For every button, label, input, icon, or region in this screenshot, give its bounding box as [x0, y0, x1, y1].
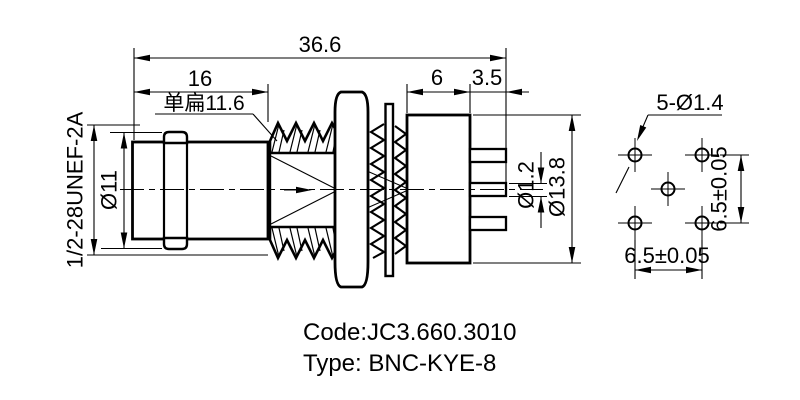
washer-crossing-lines — [366, 170, 407, 209]
dim-insulator-diameter-label: Ø13.8 — [545, 157, 570, 217]
dim-pin-diameter-label: Ø1.2 — [514, 161, 539, 209]
dim-pin-pitch-vertical-label: 6.5±0.05 — [707, 146, 732, 231]
part-code-text: Code:JC3.660.3010 — [303, 319, 517, 346]
label-flat-leader — [155, 113, 278, 142]
bayonet-lug-bottom — [162, 236, 189, 251]
dim-coupling-diameter — [101, 131, 162, 250]
dim-coupling-thread — [87, 124, 268, 256]
label-coupling-thread: 1/2-28UNEF-2A — [63, 111, 88, 268]
dim-front-length — [134, 84, 269, 122]
lock-washer — [368, 123, 387, 259]
label-hole-count-diameter: 5-Ø1.4 — [656, 90, 723, 115]
pin-bottom — [468, 215, 508, 232]
thread-hatch-lines — [271, 123, 338, 258]
thread-section — [268, 119, 340, 262]
dim-pin-pitch-vertical — [720, 154, 749, 224]
dim-insulator-length-label: 6 — [431, 65, 443, 90]
dim-pin-diameter — [509, 152, 547, 228]
dim-pin-pitch-horizontal-label: 6.5±0.05 — [624, 243, 709, 268]
rear-view-pin-pattern: 5-Ø1.4 6.5±0.05 6.5±0.05 — [615, 90, 749, 279]
dim-front-length-label: 16 — [188, 66, 212, 91]
dim-insulator-length — [406, 84, 471, 113]
pin-top — [468, 147, 508, 164]
dim-pin-pitch-horizontal — [634, 240, 703, 279]
label-flat: 单扁11.6 — [163, 92, 244, 115]
dim-coupling-diameter-label: Ø11 — [97, 170, 122, 210]
part-type-text: Type: BNC-KYE-8 — [303, 350, 496, 377]
hole-crosshairs — [618, 138, 719, 240]
dim-pin-tail-length — [470, 88, 529, 96]
dim-insulator-diameter — [473, 114, 581, 264]
dim-pin-tail-length-label: 3.5 — [472, 65, 503, 90]
dim-overall-length-label: 36.6 — [299, 32, 342, 57]
bayonet-lug-top — [162, 130, 189, 145]
leader-arrow — [633, 124, 647, 143]
front-coupling-barrel — [131, 130, 270, 251]
